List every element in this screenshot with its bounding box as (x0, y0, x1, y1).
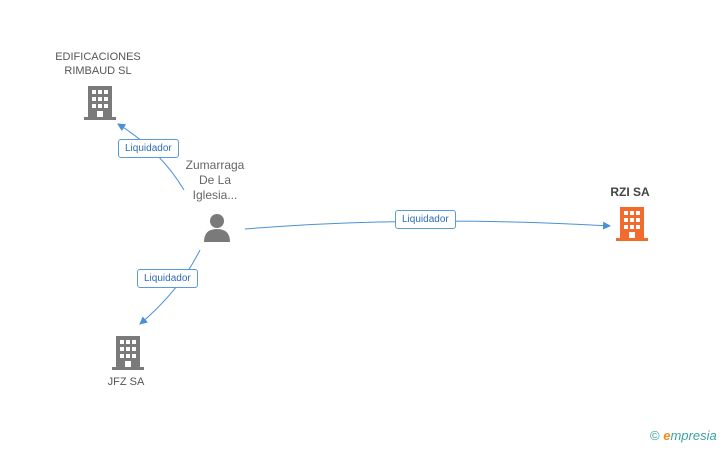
person-name-line: Iglesia... (192, 188, 238, 202)
person-name-line: Zumarraga (185, 158, 245, 172)
building-icon[interactable] (84, 84, 116, 120)
company-name-line: EDIFICACIONES (55, 51, 141, 63)
brand-logo-text: mpresia (670, 428, 717, 443)
company-label-rzi[interactable]: RZI SA (610, 185, 650, 199)
person-name-line: De La (198, 173, 232, 187)
person-icon[interactable] (202, 212, 232, 242)
edge-label-liquidador[interactable]: Liquidador (118, 139, 179, 158)
edge-label-liquidador[interactable]: Liquidador (395, 210, 456, 229)
building-icon[interactable] (616, 205, 648, 241)
company-label-jfz[interactable]: JFZ SA (107, 376, 145, 388)
brand-logo-e: e (663, 428, 671, 443)
building-icon[interactable] (112, 334, 144, 370)
edge-label-liquidador[interactable]: Liquidador (137, 269, 198, 288)
company-name-line: RIMBAUD SL (64, 65, 132, 77)
brand-footer: © empresia (650, 428, 717, 443)
person-label[interactable]: Zumarraga De La Iglesia... (170, 158, 260, 203)
copyright-symbol: © (650, 428, 660, 443)
company-label-edificaciones[interactable]: EDIFICACIONES RIMBAUD SL (48, 50, 148, 78)
edge-person-to-jfz[interactable] (139, 249, 201, 325)
